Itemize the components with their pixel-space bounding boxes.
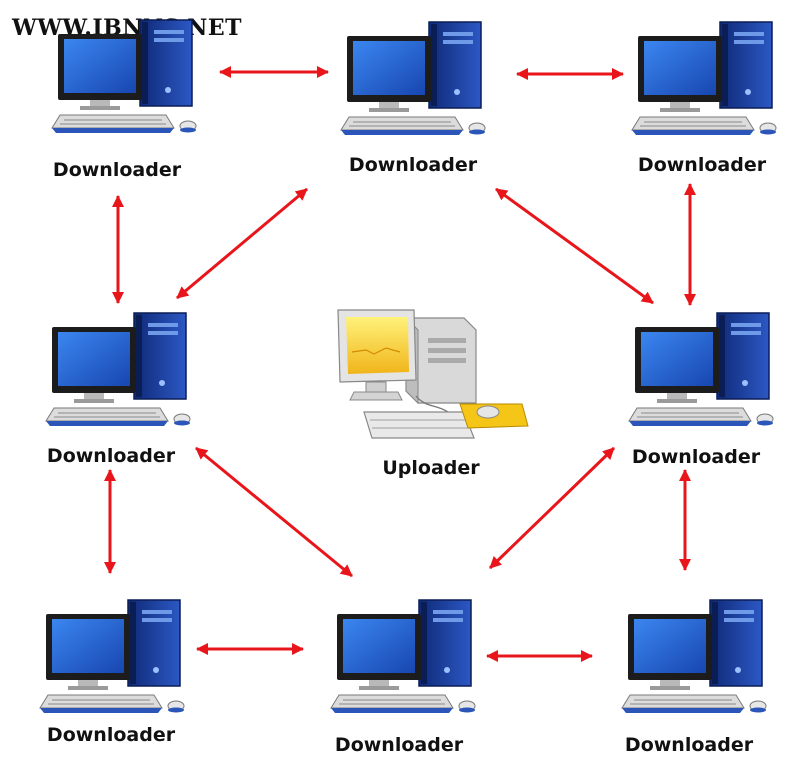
downloader-node-top-right: Downloader bbox=[631, 21, 777, 176]
downloader-node-mid-left: Downloader bbox=[45, 312, 191, 467]
node-label: Downloader bbox=[349, 154, 478, 176]
computer-icon bbox=[340, 21, 486, 136]
connection-arrows bbox=[104, 66, 696, 662]
downloader-node-bottom-center: Downloader bbox=[330, 599, 476, 756]
arrow-top-center-mid-right bbox=[495, 187, 654, 305]
downloader-node-mid-right: Downloader bbox=[628, 312, 774, 468]
node-label: Downloader bbox=[632, 446, 761, 468]
computer-icon bbox=[621, 599, 767, 714]
node-label: Downloader bbox=[638, 154, 767, 176]
node-label: Downloader bbox=[335, 734, 464, 756]
downloader-node-top-center: Downloader bbox=[340, 21, 486, 176]
uploader-node: Uploader bbox=[337, 309, 529, 479]
node-label: Downloader bbox=[53, 159, 182, 181]
node-label: Downloader bbox=[47, 724, 176, 746]
arrow-mid-left-bottom-center bbox=[195, 446, 353, 578]
computer-icon bbox=[628, 312, 774, 427]
computer-icon bbox=[631, 21, 777, 136]
downloader-node-bottom-right: Downloader bbox=[621, 599, 767, 756]
arrow-top-center-mid-left bbox=[176, 187, 308, 300]
node-label: Downloader bbox=[47, 445, 176, 467]
node-label: Downloader bbox=[625, 734, 754, 756]
uploader-computer-icon bbox=[337, 309, 529, 439]
uploader-label: Uploader bbox=[382, 457, 480, 479]
computer-icon bbox=[39, 599, 185, 714]
downloader-node-top-left: Downloader bbox=[51, 19, 197, 181]
computer-icon bbox=[330, 599, 476, 714]
computer-icon bbox=[45, 312, 191, 427]
arrow-mid-right-bottom-center bbox=[488, 446, 616, 570]
downloader-node-bottom-left: Downloader bbox=[39, 599, 185, 746]
computer-icon bbox=[51, 19, 197, 134]
